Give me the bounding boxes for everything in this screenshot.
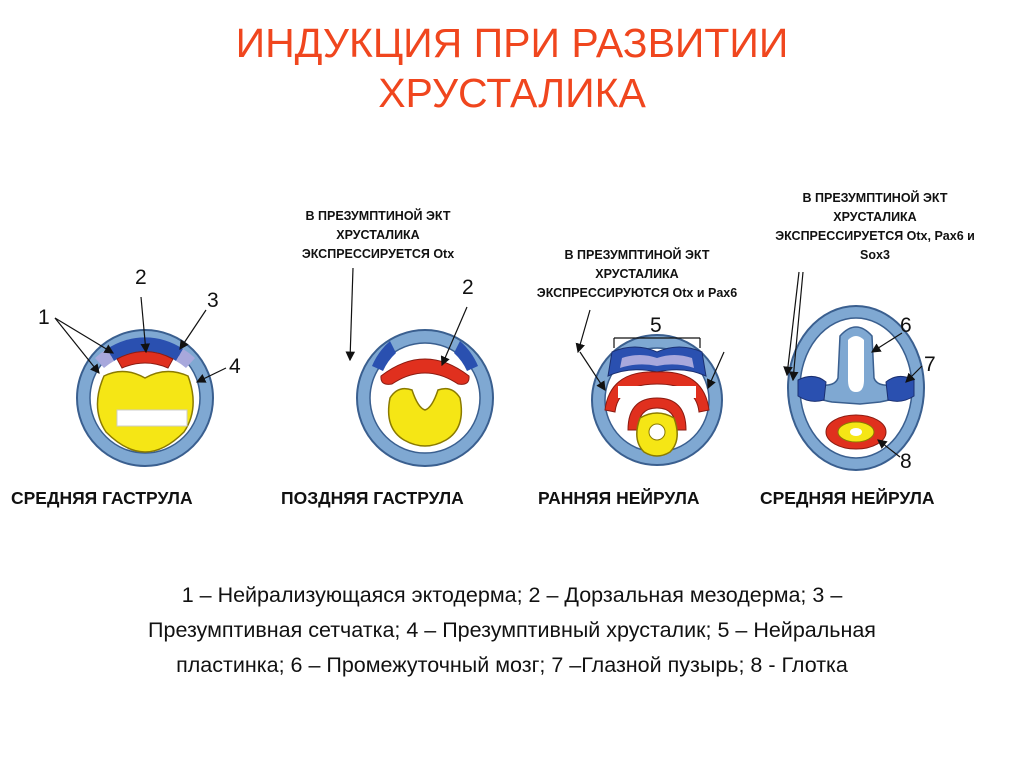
neural-ectoderm-left (372, 341, 396, 371)
embryo-2-pointer-lines (345, 267, 468, 367)
pointer-line-right-side (707, 351, 725, 390)
note-otx-pax6: В ПРЕЗУМПТИНОЙ ЭКТ ХРУСТАЛИКА ЭКСПРЕССИР… (490, 246, 784, 303)
embryo-early-neurula (591, 334, 723, 466)
note-otx: В ПРЕЗУМПТИНОЙ ЭКТ ХРУСТАЛИКА ЭКСПРЕССИР… (262, 207, 494, 264)
pointer-line-2b (440, 306, 468, 367)
number-7: 7 (924, 353, 936, 376)
note-otx-pax6-line-2: ХРУСТАЛИКА (595, 267, 679, 281)
legend-line-3: пластинка; 6 – Промежуточный мозг; 7 –Гл… (176, 653, 848, 677)
endoderm (387, 387, 463, 447)
pointer-line-1 (54, 317, 115, 354)
number-1: 1 (38, 306, 50, 329)
stage-label-early-neurula: РАННЯЯ НЕЙРУЛА (538, 488, 700, 508)
pointer-line-8 (877, 439, 901, 458)
pointer-line-7 (905, 365, 923, 383)
pointer-line-3 (179, 309, 207, 350)
number-5: 5 (650, 314, 662, 337)
legend-line-1: 1 – Нейрализующаяся эктодерма; 2 – Дорза… (181, 583, 843, 607)
note-otx-pax6-sox3-line-4: Sox3 (860, 248, 890, 262)
neural-plate-inner (620, 355, 694, 368)
embryo-late-gastrula (356, 329, 494, 467)
pointer-line-2 (140, 296, 151, 354)
embryo-3-pointer-lines (575, 309, 725, 392)
embryo-1-pointer-lines (54, 296, 227, 383)
neural-ectoderm-right (454, 341, 478, 371)
pointer-line-6 (870, 332, 903, 353)
pointer-line-sox3-b (788, 271, 804, 382)
embryo-middle-gastrula (76, 329, 214, 467)
pointer-line-otx (345, 267, 356, 362)
number-6: 6 (900, 314, 912, 337)
number-8: 8 (900, 450, 912, 473)
note-otx-pax6-sox3-line-3: ЭКСПРЕССИРУЕТСЯ Otx, Pax6 и (775, 229, 975, 243)
note-otx-pax6-sox3: В ПРЕЗУМПТИНОЙ ЭКТ ХРУСТАЛИКА ЭКСПРЕССИР… (728, 189, 1022, 265)
somite-bar (618, 386, 696, 398)
archenteron (648, 423, 666, 441)
stage-label-middle-gastrula: СРЕДНЯЯ ГАСТРУЛА (11, 488, 193, 508)
diencephalon-lumen (848, 336, 864, 392)
number-2b: 2 (462, 276, 474, 299)
note-otx-pax6-sox3-line-2: ХРУСТАЛИКА (833, 210, 917, 224)
pointer-line-4 (195, 367, 227, 383)
note-otx-line-3: ЭКСПРЕССИРУЕТСЯ Otx (301, 247, 455, 261)
pointer-line-left-side (579, 351, 606, 392)
pointer-line-otx-pax6-sox3 (783, 271, 800, 377)
stage-label-late-gastrula: ПОЗДНЯЯ ГАСТРУЛА (281, 488, 464, 508)
dorsal-mesoderm (116, 351, 174, 369)
pointer-line-otx-pax6 (575, 309, 591, 354)
number-4: 4 (229, 355, 241, 378)
legend-line-2: Презумптивная сетчатка; 4 – Презумптивны… (148, 618, 876, 642)
note-otx-line-1: В ПРЕЗУМПТИНОЙ ЭКТ (305, 209, 451, 223)
number-2: 2 (135, 266, 147, 289)
slide-title-line-2: ХРУСТАЛИКА (378, 70, 646, 116)
slide-title: ИНДУКЦИЯ ПРИ РАЗВИТИИ ХРУСТАЛИКА (0, 18, 1024, 118)
number-3: 3 (207, 289, 219, 312)
lens-ectoderm-right (176, 349, 195, 368)
legend: 1 – Нейрализующаяся эктодерма; 2 – Дорза… (20, 578, 1004, 683)
stage-label-middle-neurula: СРЕДНЯЯ НЕЙРУЛА (760, 488, 935, 508)
optic-vesicle-left (797, 376, 827, 402)
optic-vesicle-right (885, 376, 915, 402)
note-otx-line-2: ХРУСТАЛИКА (336, 228, 420, 242)
slide-title-line-1: ИНДУКЦИЯ ПРИ РАЗВИТИИ (235, 20, 789, 66)
blastopore-bar (116, 409, 188, 427)
pharynx-lumen (850, 428, 862, 436)
pointer-line-1b (54, 317, 100, 374)
lens-ectoderm-left (95, 349, 114, 368)
note-otx-pax6-line-1: В ПРЕЗУМПТИНОЙ ЭКТ (564, 248, 710, 262)
note-otx-pax6-line-3: ЭКСПРЕССИРУЮТСЯ Otx и Pax6 (536, 286, 738, 300)
embryo-4-pointer-lines (783, 271, 923, 458)
note-otx-pax6-sox3-line-1: В ПРЕЗУМПТИНОЙ ЭКТ (802, 191, 948, 205)
embryo-middle-neurula (787, 305, 925, 471)
